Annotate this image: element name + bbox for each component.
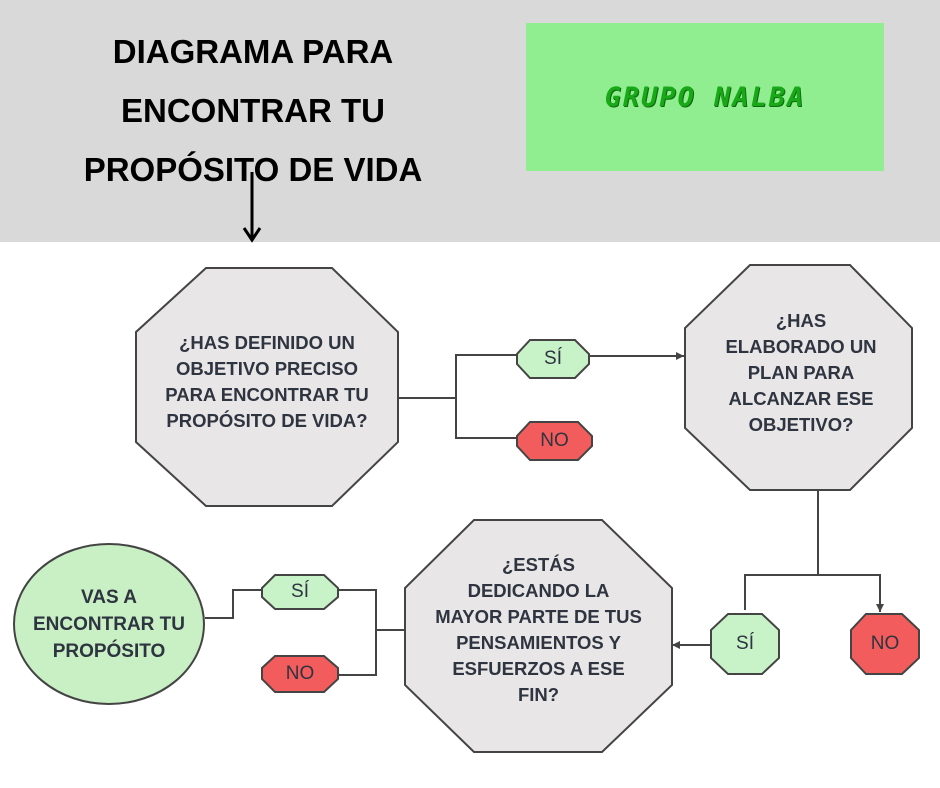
yes-pill-3 [261, 574, 339, 610]
question-1-octagon [135, 267, 399, 507]
result-line-3: PROPÓSITO [52, 640, 166, 662]
q1-line-1: ¿HAS DEFINIDO UN [179, 332, 355, 353]
q3-line-2: DEDICANDO LA [467, 580, 610, 601]
q2-line-4: ALCANZAR ESE [728, 388, 874, 409]
q3-line-6: FIN? [517, 684, 560, 705]
result-line-2: ENCONTRAR TU [33, 613, 185, 635]
q1-line-2: OBJETIVO PRECISO [176, 358, 358, 379]
question-3-text: ¿ESTÁS DEDICANDO LA MAYOR PARTE DE TUS P… [405, 552, 672, 708]
connector-q1 [398, 354, 516, 439]
no-pill-2 [850, 613, 920, 675]
question-2-text: ¿HAS ELABORADO UN PLAN PARA ALCANZAR ESE… [690, 308, 912, 438]
question-3-octagon [404, 519, 673, 753]
yes-pill-1 [516, 339, 590, 379]
q3-line-1: ¿ESTÁS [502, 554, 575, 575]
title-line-2: ENCONTRAR TU [121, 92, 385, 129]
yes-pill-2 [710, 613, 780, 675]
q1-line-4: PROPÓSITO DE VIDA? [166, 410, 368, 431]
q2-line-1: ¿HAS [775, 310, 827, 331]
result-text: VAS A ENCONTRAR TU PROPÓSITO [14, 582, 204, 666]
q2-line-2: ELABORADO UN [725, 336, 877, 357]
yes-label-3: SÍ [291, 581, 309, 602]
yes-label-1: SÍ [544, 348, 562, 369]
connector-q3 [338, 589, 405, 676]
no-label-3: NO [285, 663, 315, 684]
question-1-text: ¿HAS DEFINIDO UN OBJETIVO PRECISO PARA E… [136, 320, 398, 444]
question-2-octagon [684, 264, 913, 491]
no-label-2: NO [870, 633, 900, 654]
brand-name: GRUPO NALBA [604, 81, 806, 113]
no-label-1: NO [540, 430, 569, 451]
brand-box: GRUPO NALBA [526, 23, 884, 171]
title-line-1: DIAGRAMA PARA [112, 33, 394, 70]
title-arrow-head [242, 227, 262, 243]
yes-label-2: SÍ [736, 633, 754, 654]
no-pill-3 [261, 655, 339, 693]
result-line-1: VAS A [81, 586, 137, 608]
q3-line-5: ESFUERZOS A ESE [452, 658, 625, 679]
connector-q2 [744, 490, 880, 612]
connector-q3-yes-to-result [205, 589, 262, 619]
q2-line-5: OBJETIVO? [748, 414, 854, 435]
diagram-title: DIAGRAMA PARA ENCONTRAR TU PROPÓSITO DE … [40, 22, 466, 199]
no-pill-1 [516, 421, 593, 461]
q1-line-3: PARA ENCONTRAR TU [165, 384, 369, 405]
connectors [205, 352, 880, 676]
header-band: DIAGRAMA PARA ENCONTRAR TU PROPÓSITO DE … [0, 0, 940, 242]
q3-line-3: MAYOR PARTE DE TUS [435, 606, 642, 627]
q3-line-4: PENSAMIENTOS Y [456, 632, 621, 653]
result-circle [13, 543, 205, 705]
q2-line-3: PLAN PARA [747, 362, 855, 383]
